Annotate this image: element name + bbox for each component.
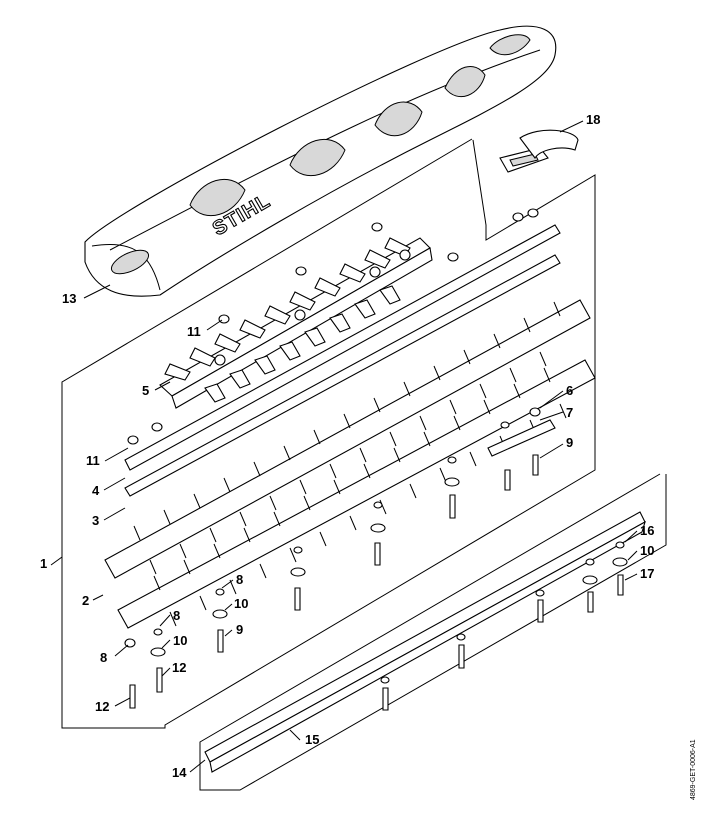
washers-and-screws-left [124,501,386,709]
callout-11: 11 [86,453,100,468]
callout-15: 15 [305,732,319,747]
blade-guard: STIHL [84,25,557,297]
leader-lines [50,120,638,773]
callout-16: 16 [640,523,654,538]
callout-1: 1 [40,556,47,571]
cutter-blades [104,299,596,629]
callout-8: 8 [173,608,180,623]
nuts [127,208,539,445]
callout-17: 17 [640,566,654,581]
bottom-rail [204,511,646,773]
support-strips [124,224,561,497]
callout-5: 5 [142,383,149,398]
callout-8: 8 [100,650,107,665]
callout-11: 11 [187,324,201,339]
callout-13: 13 [62,291,76,306]
callout-3: 3 [92,513,99,528]
callout-labels: 13 18 11 5 11 4 3 6 7 9 1 2 8 10 9 8 10 … [40,112,654,780]
callout-10: 10 [173,633,187,648]
callout-14: 14 [172,765,187,780]
cutter-drive-parts [159,237,433,409]
callout-10: 10 [640,543,654,558]
callout-12: 12 [95,699,109,714]
callout-12: 12 [172,660,186,675]
callout-9: 9 [566,435,573,450]
callout-18: 18 [586,112,600,127]
callout-6: 6 [566,383,573,398]
callout-9: 9 [236,622,243,637]
callout-8: 8 [236,572,243,587]
callout-10: 10 [234,596,248,611]
group-frame-1 [61,138,596,729]
guard-end-cap [499,129,579,173]
plate-and-screws-right [444,407,556,519]
callout-2: 2 [82,593,89,608]
callout-7: 7 [566,405,573,420]
group-frame-14 [199,473,667,791]
callout-4: 4 [92,483,100,498]
document-id: 4869-GET-0006-A1 [690,739,697,800]
